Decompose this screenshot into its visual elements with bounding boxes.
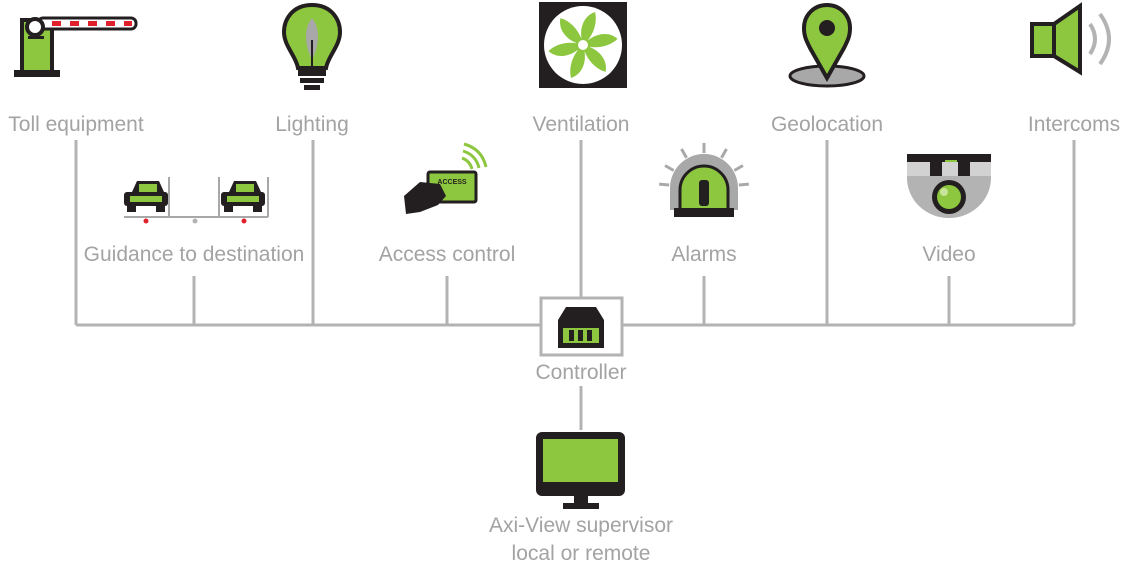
toll-barrier-icon [14,16,138,77]
alarms-label: Alarms [671,243,736,266]
supervisor-label-line2: local or remote [512,542,651,565]
access-card-text: ACCESS [437,179,467,186]
ventilation-label: Ventilation [533,113,630,136]
alarm-beacon-icon [659,143,749,217]
access-card-icon: ACCESS [404,142,488,214]
geolocation-label: Geolocation [771,113,883,136]
intercoms-label: Intercoms [1028,113,1120,136]
fan-icon [539,2,627,88]
monitor-icon [536,432,625,509]
speaker-icon [1030,2,1111,76]
access-label: Access control [379,243,516,266]
toll-label: Toll equipment [8,113,144,136]
controller-label: Controller [535,361,626,384]
map-pin-icon [788,2,866,88]
labels: Toll equipment Lighting Ventilation Geol… [8,113,1120,565]
supervisor-label-line1: Axi-View supervisor [489,514,673,537]
light-bulb-icon [281,2,343,90]
parking-cars-icon [124,177,269,224]
dome-camera-icon [907,154,991,218]
guidance-label: Guidance to destination [84,243,305,266]
video-label: Video [922,243,975,266]
controller-icon [539,296,624,357]
lighting-label: Lighting [275,113,349,136]
